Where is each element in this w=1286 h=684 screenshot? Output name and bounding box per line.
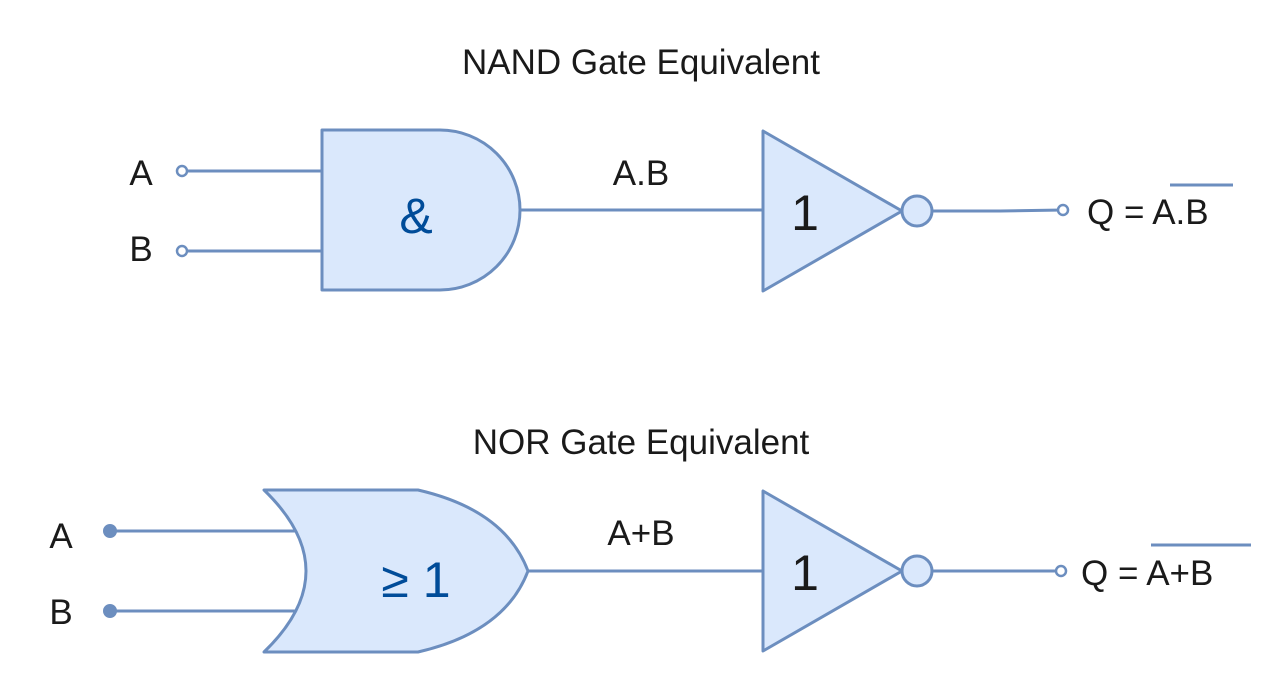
nor-section: NOR Gate Equivalent A B ≥ 1 A+B 1 Q = A+… [49,423,1251,654]
nand-not-gate-symbol: 1 [791,185,819,241]
nand-output-terminal[interactable] [1056,203,1070,217]
nor-not-gate-symbol: 1 [791,545,819,601]
nor-inversion-bubble [900,554,934,588]
nand-output-expression: A.B [1152,193,1208,232]
nor-title: NOR Gate Equivalent [473,423,810,462]
nor-not-gate [761,489,904,653]
nor-output-prefix: Q = [1081,554,1146,593]
nor-input-b-label: B [49,593,72,632]
nand-intermediate-label: A.B [613,154,669,193]
nor-input-a-label: A [49,517,73,556]
nor-output-terminal[interactable] [1054,564,1068,578]
nor-input-b-terminal[interactable] [103,604,117,618]
nand-section: NAND Gate Equivalent A B & A.B 1 Q = A.B [129,43,1233,293]
nand-input-a-label: A [129,154,153,193]
or-gate [262,488,530,654]
nand-output-prefix: Q = [1087,193,1152,232]
nand-input-b-label: B [129,230,152,269]
nor-output-label: Q = A+B [1081,554,1213,593]
nand-inversion-bubble [900,194,934,228]
and-gate [320,128,522,292]
nand-not-gate [761,129,904,293]
nand-input-b-terminal[interactable] [175,244,189,258]
nand-output-label: Q = A.B [1087,193,1209,232]
nand-output-wire [932,208,1064,213]
nor-intermediate-label: A+B [607,514,674,553]
nor-output-expression: A+B [1146,554,1213,593]
nor-input-a-terminal[interactable] [103,524,117,538]
or-gate-symbol: ≥ 1 [381,552,450,608]
nand-input-a-terminal[interactable] [175,164,189,178]
and-gate-symbol: & [399,188,432,244]
nand-title: NAND Gate Equivalent [462,43,820,82]
